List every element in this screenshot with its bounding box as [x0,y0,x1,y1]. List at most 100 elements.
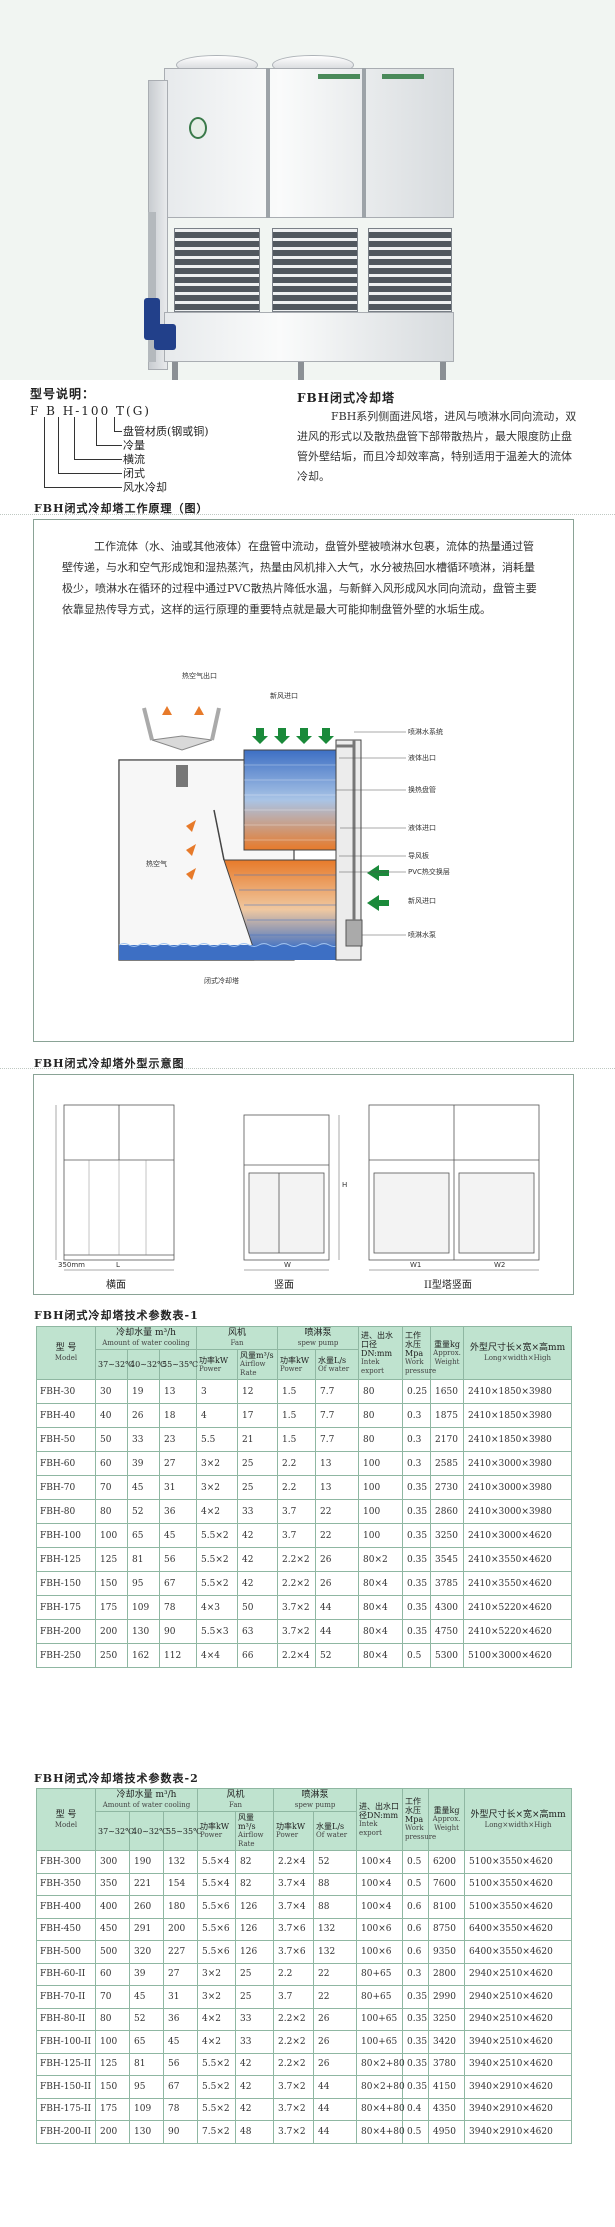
table-cell: 80+65 [356,1962,404,1986]
table-cell: 60 [95,1962,130,1986]
table-cell: 17 [237,1403,279,1428]
table-cell: 67 [162,2075,199,2099]
table-cell: 21 [237,1427,279,1452]
model-cell: FBH-30 [36,1379,96,1404]
table-cell: 5300 [430,1643,465,1668]
table-cell: 26 [313,2030,358,2054]
table-cell: 44 [313,2097,358,2121]
table-cell: 2410×1850×3980 [463,1427,573,1452]
table-cell: 130 [127,1619,160,1644]
label-spray-system: 喷淋水系统 [408,727,443,736]
table-cell: 162 [127,1643,160,1668]
table-cell: 3 [196,1379,239,1404]
table-cell: 80+65 [356,1985,404,2009]
table-cell: 0.5 [402,1872,430,1896]
table-cell: 80 [358,1403,404,1428]
table-cell: 80×2 [358,1547,404,1572]
table-cell: 2410×1850×3980 [463,1403,573,1428]
table-cell: 82 [235,1850,275,1874]
table-cell: 33 [237,1499,279,1524]
guide-plate [213,809,225,861]
table-cell: 132 [313,1917,358,1941]
casing-upper [164,68,454,218]
table-cell: 100+65 [356,2030,404,2054]
table-cell: 81 [127,1547,160,1572]
table-cell: 3545 [430,1547,465,1572]
model-cell: FBH-200 [36,1619,96,1644]
tower-leg [172,362,178,380]
table-cell: 5.5×2 [196,1571,239,1596]
model-cell: FBH-60 [36,1451,96,1476]
table-cell: 19 [127,1379,160,1404]
table-cell: 3×2 [196,1451,239,1476]
table-cell: 18 [158,1403,198,1428]
table-cell: 48 [235,2120,275,2144]
table-cell: 31 [162,1985,199,2009]
table-cell: 4950 [428,2120,466,2144]
dim-label: W2 [494,1261,505,1269]
table-cell: 39 [127,1451,160,1476]
model-cell: FBH-50 [36,1427,96,1452]
intro-title: FBH闭式冷却塔 [297,391,396,405]
table-cell: 80 [358,1379,404,1404]
table-cell: 0.35 [402,1547,432,1572]
model-cell: FBH-250 [36,1643,96,1668]
table-cell: 2730 [430,1475,465,1500]
table-cell: 2.2×2 [273,2007,315,2031]
label-heat-coil: 换热盘管 [408,785,436,794]
casing-seam [266,68,270,218]
table-cell: 2940×2510×4620 [464,1962,573,1986]
table-cell: 80 [95,2007,130,2031]
table-cell: 45 [162,2030,199,2054]
table-cell: 0.35 [402,1619,432,1644]
model-cell: FBH-175 [36,1595,96,1620]
table-cell: 5.5×3 [196,1619,239,1644]
table-cell: 2.2×2 [273,2030,315,2054]
table-cell: 109 [127,1595,160,1620]
table-cell: 27 [158,1451,198,1476]
table-cell: 1875 [430,1403,465,1428]
table-cell: 150 [95,1571,128,1596]
table-cell: 25 [237,1451,279,1476]
table-cell: 56 [162,2052,199,2076]
table-cell: 4×4 [196,1643,239,1668]
table-cell: 0.35 [402,1571,432,1596]
table-cell: 1.5 [277,1427,317,1452]
table-cell: 25 [235,1962,275,1986]
model-cell: FBH-400 [36,1895,96,1919]
model-label: 冷量 [123,439,145,452]
table-cell: 80×4+80 [356,2120,405,2144]
table-cell: 100×6 [356,1940,404,1964]
table-cell: 3×2 [197,1985,237,2009]
table-cell: 3.7×2 [273,2120,315,2144]
table-cell: 126 [235,1917,275,1941]
table-cell: 5.5×2 [197,2052,237,2076]
table-cell: 39 [129,1962,164,1986]
table-cell: 2.2 [277,1451,317,1476]
table-cell: 7.7 [315,1379,360,1404]
table-cell: 25 [235,1985,275,2009]
table-cell: 2.2×2 [277,1571,317,1596]
table-cell: 5.5×4 [197,1872,237,1896]
table-cell: 0.35 [402,1475,432,1500]
view-label: 竖面 [274,1279,294,1291]
table-cell: 42 [235,2097,275,2121]
table-cell: 42 [237,1571,279,1596]
table-cell: 90 [162,2120,199,2144]
table-cell: 5.5×2 [197,2075,237,2099]
table-cell: 4300 [430,1595,465,1620]
model-code: F B H-100 T(G) [30,404,151,418]
table-cell: 154 [162,1872,199,1896]
table-cell: 221 [129,1872,164,1896]
table-cell: 125 [95,1547,128,1572]
table-cell: 36 [158,1499,198,1524]
